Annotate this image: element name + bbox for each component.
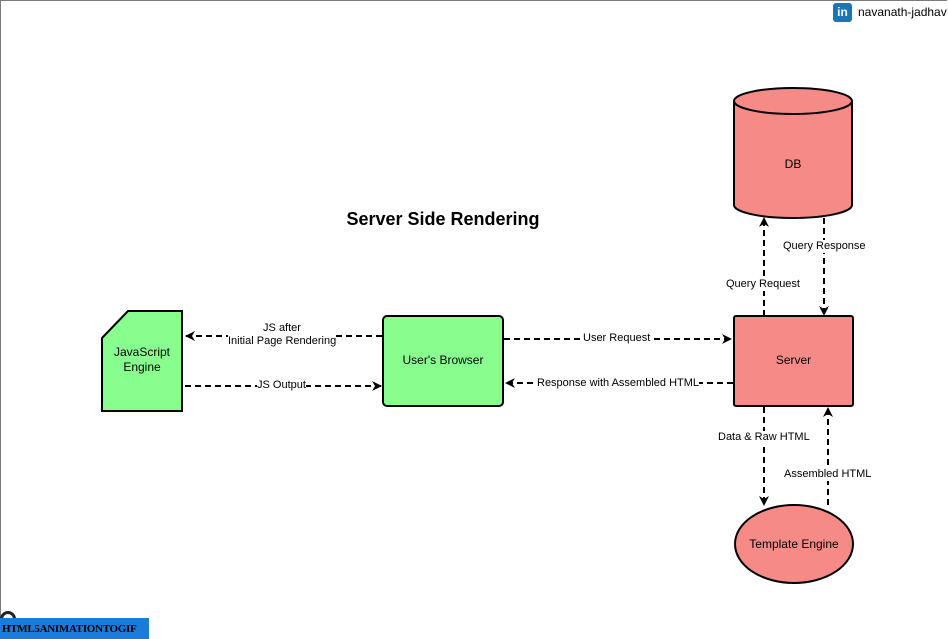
round-corner-icon: [0, 611, 16, 621]
linkedin-icon: in: [833, 2, 852, 22]
edge-label-js-after-line1: JS after: [263, 322, 301, 334]
edge-label-js-after: JS after Initial Page Rendering: [228, 322, 336, 348]
edge-label-js-output: JS Output: [257, 379, 306, 392]
server-label: Server: [775, 353, 812, 367]
template-engine-label: Template Engine: [749, 537, 839, 551]
watermark-banner: HTML5ANIMATIONTOGIF: [0, 618, 149, 639]
edge-label-query-response: Query Response: [783, 240, 866, 253]
javascript-engine-label-line2: Engine: [123, 360, 161, 374]
javascript-engine-node: [101, 310, 183, 412]
javascript-engine-label: JavaScript Engine: [102, 345, 182, 375]
server-node: [733, 315, 854, 407]
edge-label-assembled-html: Assembled HTML: [784, 468, 872, 481]
edge-label-data-raw-html: Data & Raw HTML: [718, 431, 810, 444]
users-browser-node: [382, 315, 504, 407]
author-name: navanath-jadhav: [858, 5, 947, 19]
edge-label-js-after-line2: Initial Page Rendering: [228, 335, 337, 347]
edge-label-query-request: Query Request: [726, 278, 800, 291]
template-engine-node: [734, 504, 854, 584]
db-label: DB: [784, 157, 802, 171]
javascript-engine-label-line1: JavaScript: [113, 345, 171, 359]
edge-label-response: Response with Assembled HTML: [537, 377, 700, 390]
db-node: [733, 87, 853, 219]
edge-label-user-request: User Request: [583, 332, 651, 345]
users-browser-label: User's Browser: [402, 353, 484, 367]
author-credit: in navanath-jadhav: [833, 1, 947, 23]
diagram-title: Server Side Rendering: [346, 209, 540, 229]
